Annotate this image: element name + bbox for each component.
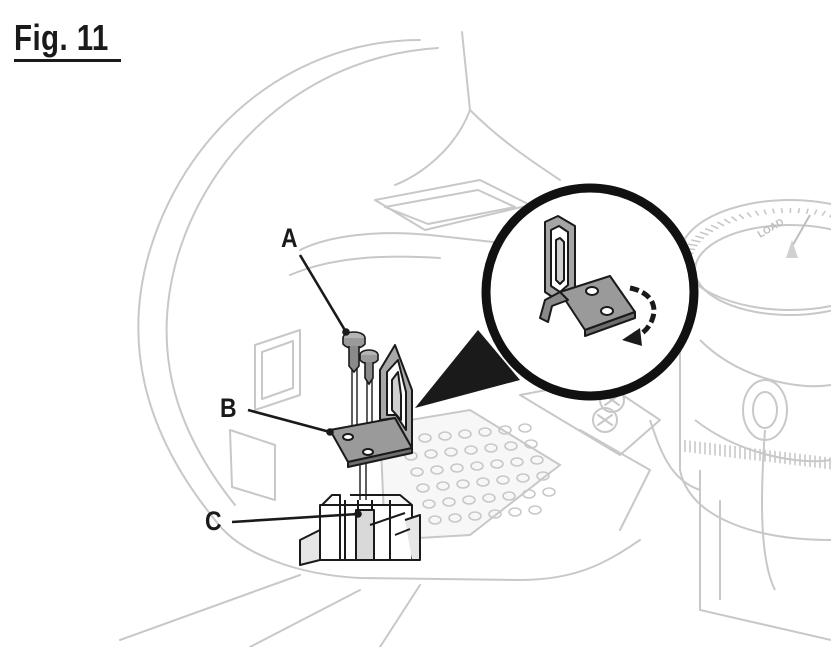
grill-hole <box>464 445 478 455</box>
callout-label-a: A <box>281 223 298 253</box>
spool-tooth <box>738 213 745 220</box>
spool-tooth <box>730 216 738 222</box>
grill-hole <box>488 509 502 519</box>
grill-hole <box>528 505 542 515</box>
spool-tooth <box>821 210 827 217</box>
rotate-arrow-head-icon <box>622 328 642 346</box>
leader-line-b <box>247 408 331 434</box>
grill-hole <box>504 441 518 451</box>
spool-tooth <box>710 224 719 230</box>
grill-hole <box>518 423 532 433</box>
spool-tooth <box>691 239 701 243</box>
grill-hole <box>430 465 444 475</box>
spool-tooth <box>829 214 831 218</box>
spool-tooth <box>723 218 731 224</box>
grill-hole <box>438 431 452 441</box>
callout-label-b: B <box>220 393 237 423</box>
zoom-detail-circle <box>481 183 699 401</box>
grill-hole <box>448 513 462 523</box>
spool-tooth <box>813 209 818 215</box>
figure-title-underline <box>14 59 121 62</box>
grill-hole <box>422 499 436 509</box>
grill-hole <box>498 425 512 435</box>
grill-hole <box>416 483 430 493</box>
screws-part-a <box>342 331 379 386</box>
leader-dot-a <box>342 328 350 336</box>
housing-outline <box>119 31 661 647</box>
leader-line-c <box>231 512 359 524</box>
grill-hole <box>436 481 450 491</box>
grill-hole <box>410 467 424 477</box>
grill-hole <box>442 497 456 507</box>
leader-dot-b <box>326 428 334 436</box>
grill-hole <box>542 487 556 497</box>
grill-hole <box>462 495 476 505</box>
grill-hole <box>476 477 490 487</box>
grill-hole <box>510 457 524 467</box>
vent-grill <box>378 408 562 542</box>
spool-cap-text: LOAD <box>756 217 786 241</box>
spool-tooth <box>771 208 776 214</box>
grill-hole <box>516 473 530 483</box>
spool-tooth <box>699 231 709 236</box>
spool-tooth <box>716 221 725 227</box>
grill-hole <box>478 427 492 437</box>
zoom-pointer <box>415 330 520 408</box>
grill-hole <box>456 479 470 489</box>
grill-hole <box>502 491 516 501</box>
grill-hole <box>458 429 472 439</box>
spool-tooth <box>780 208 784 214</box>
spool-head: LOAD <box>649 199 831 641</box>
spool-tooth <box>797 208 801 214</box>
figure-title: Fig. 11 <box>14 17 109 58</box>
grill-hole <box>470 461 484 471</box>
guard-posts <box>299 494 421 566</box>
grill-hole <box>536 471 550 481</box>
leader-lines <box>231 254 362 524</box>
grill-hole <box>444 447 458 457</box>
grill-hole <box>490 459 504 469</box>
zoom-bracket-detail <box>539 215 636 337</box>
grill-hole <box>418 433 432 443</box>
grill-hole <box>496 475 510 485</box>
bracket-part-b <box>329 344 413 468</box>
grill-hole <box>450 463 464 473</box>
grill-hole <box>468 511 482 521</box>
grill-hole <box>484 443 498 453</box>
grill-hole <box>524 439 538 449</box>
spool-tooth <box>746 211 752 218</box>
spool-tooth <box>805 208 809 214</box>
grill-hole <box>424 449 438 459</box>
spool-tooth <box>763 209 768 215</box>
leader-line-a <box>298 254 348 333</box>
leader-dot-c <box>354 510 362 518</box>
spool-tooth <box>687 243 698 247</box>
grill-hole <box>508 507 522 517</box>
grill-hole <box>522 489 536 499</box>
callout-label-c: C <box>205 506 222 536</box>
spool-tooth <box>704 227 714 233</box>
spool-tooth <box>695 235 705 240</box>
grill-hole <box>482 493 496 503</box>
grill-hole <box>428 515 442 525</box>
spool-tooth <box>754 210 760 217</box>
grill-hole <box>530 455 544 465</box>
